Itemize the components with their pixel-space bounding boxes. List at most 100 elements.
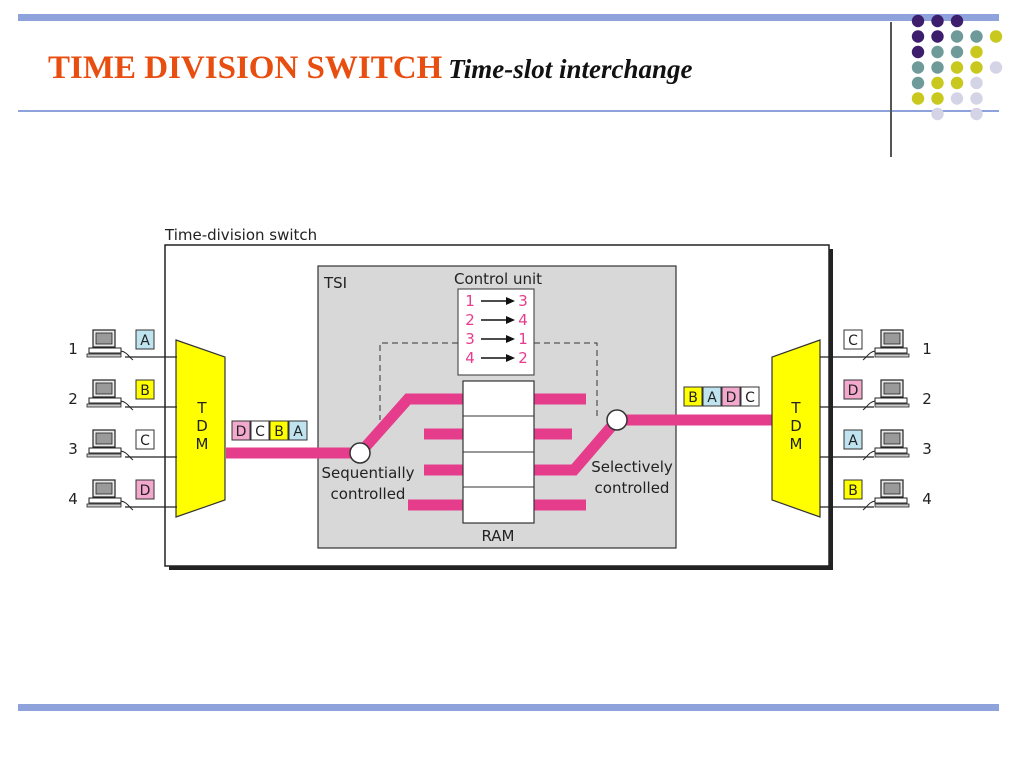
decorative-dot [931, 92, 944, 105]
tsi-label: TSI [323, 274, 347, 292]
screen [95, 332, 113, 345]
cpu-case [874, 447, 908, 454]
decorative-dot [911, 30, 925, 43]
computer-icon [86, 429, 134, 461]
slot-box [288, 420, 308, 441]
keyboard [86, 403, 122, 408]
tdm-letter: M [790, 435, 803, 453]
slot-box [250, 420, 270, 441]
tdm-letter: T [790, 399, 801, 417]
decorative-dot [911, 76, 925, 90]
control-from: 3 [465, 330, 475, 348]
computer-icon [86, 479, 134, 511]
slot-box [721, 386, 741, 407]
top-accent-bar [18, 14, 999, 21]
computer-icon [862, 479, 910, 511]
slot-box [231, 420, 251, 441]
decorative-dot [931, 30, 944, 43]
slot-letter: D [726, 390, 737, 406]
screen [95, 382, 113, 395]
computer-icon [86, 379, 134, 411]
slot-letter: B [688, 390, 698, 406]
screen [95, 482, 113, 495]
cable [862, 350, 876, 361]
control-to: 4 [518, 311, 528, 329]
slot-box [135, 479, 155, 500]
slot-box [702, 386, 722, 407]
station-number: 3 [68, 440, 78, 458]
control-to: 3 [518, 292, 528, 310]
decorative-dot [989, 61, 1003, 74]
decorative-dot [950, 14, 964, 28]
decorative-dot [989, 30, 1003, 43]
tdm-right [771, 339, 821, 518]
decorative-dot [931, 45, 944, 59]
sequential-label-line1: Sequentially [322, 464, 415, 482]
ram-label: RAM [481, 527, 514, 545]
cable [862, 400, 876, 411]
decorative-dot [931, 14, 944, 28]
selective-switch [606, 409, 628, 431]
slot-box [135, 379, 155, 400]
decorative-dot [950, 30, 964, 43]
decorative-dot [911, 92, 925, 105]
decorative-dot-grid [911, 14, 1003, 121]
tdm-letter: D [196, 417, 208, 435]
cable [120, 450, 134, 461]
decorative-dot [911, 14, 925, 28]
control-to: 1 [518, 330, 528, 348]
tdm-left [175, 339, 226, 518]
decorative-dot [911, 61, 925, 74]
sequential-switch [349, 442, 371, 464]
keyboard [874, 403, 910, 408]
screen [95, 432, 113, 445]
write-link-1 [355, 393, 464, 457]
control-line-selective [534, 342, 598, 420]
decorative-dot [970, 30, 983, 43]
title-subtitle: Time-slot interchange [448, 54, 693, 84]
cpu-case [874, 397, 908, 404]
station-number: 1 [68, 340, 78, 358]
keyboard [874, 353, 910, 358]
control-from: 2 [465, 311, 475, 329]
computer-icon [862, 429, 910, 461]
tdm-right-label: TDM [790, 399, 803, 453]
slot-letter: D [140, 483, 151, 499]
tdm-letter: T [196, 399, 207, 417]
slot-box [740, 386, 760, 407]
screen [883, 382, 901, 395]
computer-icon [862, 379, 910, 411]
slot-letter: B [274, 424, 284, 440]
slot-letter: D [848, 383, 859, 399]
slot-box [843, 479, 863, 500]
slot-letter: C [255, 424, 265, 440]
slot-box [843, 379, 863, 400]
slot-letter: C [745, 390, 755, 406]
control-arrow-head [506, 335, 515, 343]
keyboard [874, 503, 910, 508]
slot-letter: B [140, 383, 150, 399]
corner-divider [890, 22, 892, 157]
switch-frame-label: Time-division switch [164, 226, 317, 244]
computer-icon [86, 329, 134, 361]
control-arrow-head [506, 297, 515, 305]
cable [120, 350, 134, 361]
slot-box [135, 329, 155, 350]
ram-block [462, 380, 535, 524]
decorative-dot [970, 61, 983, 74]
cable [862, 450, 876, 461]
control-from: 1 [465, 292, 475, 310]
screen [883, 332, 901, 345]
control-from: 4 [465, 349, 475, 367]
decorative-dot [970, 45, 983, 59]
title-underline [18, 110, 999, 112]
cpu-case [88, 447, 122, 454]
slot-letter: A [707, 390, 717, 406]
keyboard [86, 503, 122, 508]
keyboard [874, 453, 910, 458]
